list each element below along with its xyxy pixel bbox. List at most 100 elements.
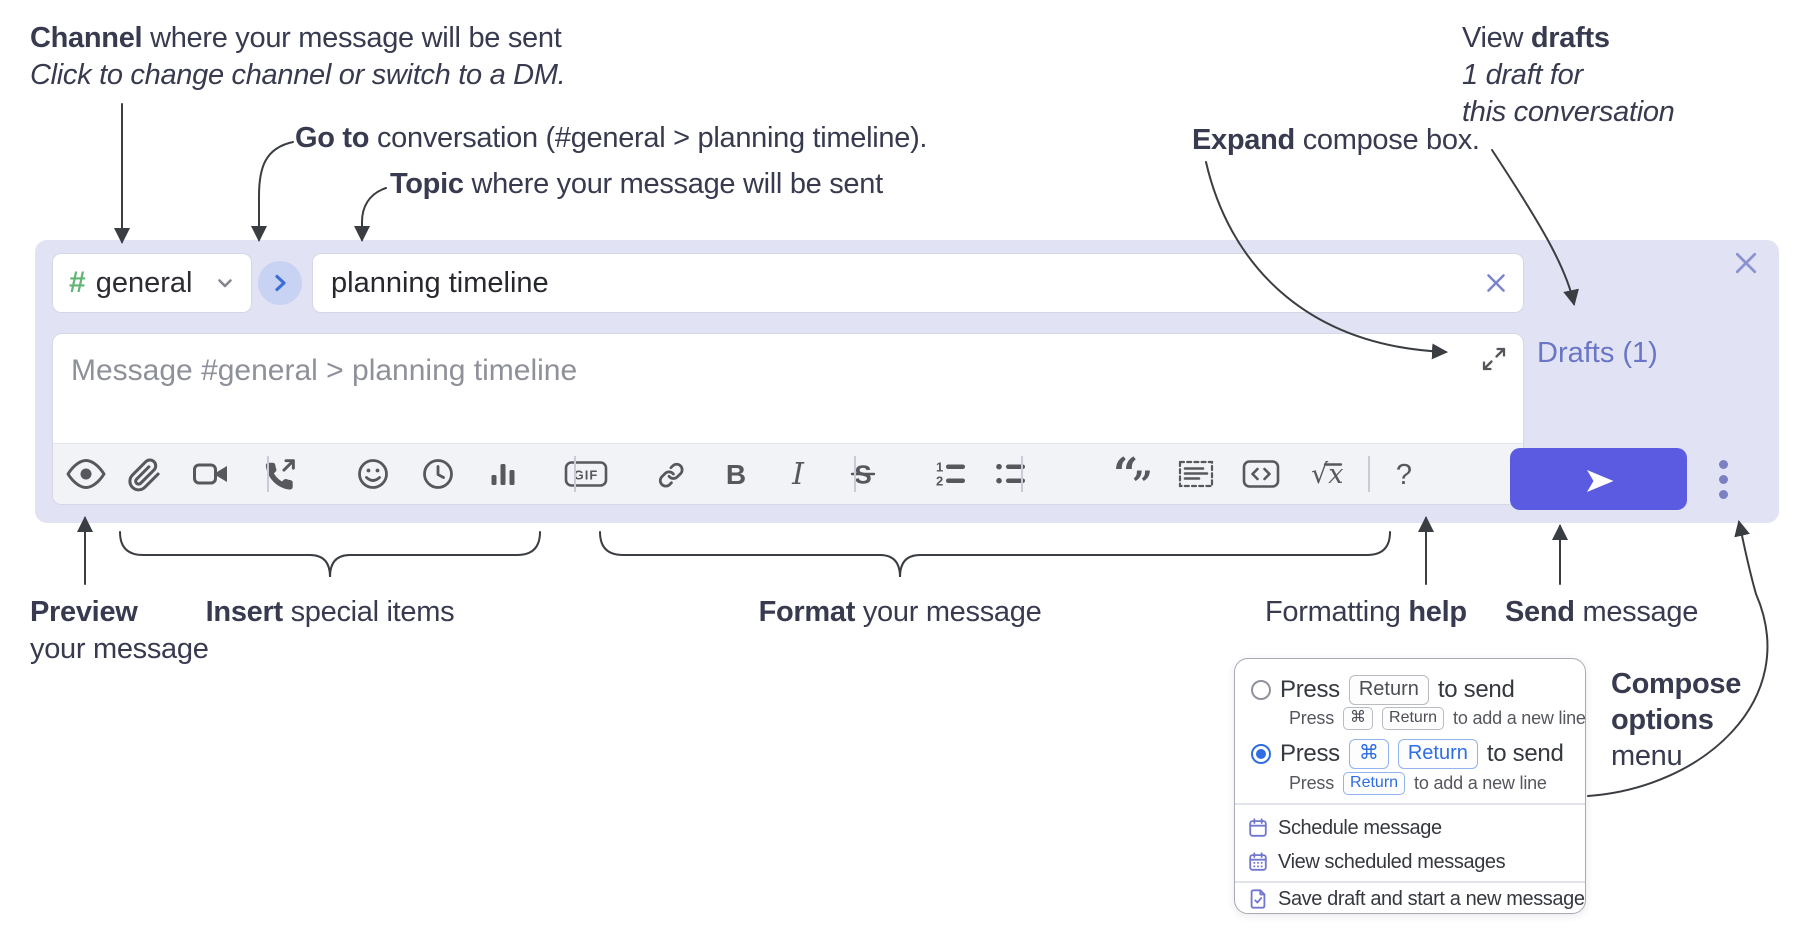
close-compose-icon[interactable] [1731,248,1761,278]
expand-compose-icon[interactable] [1481,346,1507,372]
link-icon [658,462,684,488]
compose-options-button[interactable] [1701,450,1745,508]
link-button[interactable] [649,452,693,496]
calendar-icon [1249,818,1267,837]
annotation-send: Send message [1505,596,1699,628]
svg-text:GIF: GIF [574,468,599,483]
toolbar-divider [1021,456,1023,492]
radio-unselected-icon[interactable] [1251,680,1271,700]
svg-text:I: I [791,457,805,492]
kebab-dot [1718,459,1728,469]
menu-item-schedule-message[interactable]: Schedule message [1247,811,1442,845]
strikethrough-button[interactable]: S [841,452,885,496]
return-key: Return [1382,707,1445,731]
arrow-topic [354,187,387,242]
toolbar-divider [574,456,576,492]
annotation-channel: Channel where your message will be sent … [30,22,566,91]
attach-file-button[interactable] [122,452,166,496]
italic-button[interactable]: I [776,452,820,496]
voice-call-button[interactable] [257,452,301,496]
clock-icon [423,459,453,489]
preview-button[interactable] [64,452,108,496]
option-cmd-return-to-send[interactable]: Press ⌘ Return to send [1251,739,1564,769]
annotation-formatting-help: Formatting help [1265,596,1467,628]
topic-input[interactable]: planning timeline [312,253,1524,313]
quote-button[interactable]: “ ” [1111,449,1155,506]
svg-text:”: ” [1132,464,1153,506]
code-button[interactable] [1239,452,1283,496]
spoiler-button[interactable] [1174,452,1218,496]
chevron-down-icon [213,271,237,295]
option-return-to-send[interactable]: Press Return to send [1251,675,1515,705]
video-camera-icon [193,463,227,485]
latex-sqrt-icon: √x [1311,459,1343,490]
send-button[interactable] [1510,448,1687,510]
channel-name: general [95,266,193,299]
drafts-link[interactable]: Drafts (1) [1537,337,1658,369]
clear-topic-icon[interactable] [1483,270,1509,296]
topic-value: planning timeline [331,267,549,299]
bold-icon: B [726,459,746,490]
kebab-dot [1718,489,1728,499]
poll-button[interactable] [481,452,525,496]
annotation-view-drafts: View drafts 1 draft for this conversatio… [1462,22,1675,128]
menu-divider [1235,881,1585,883]
annotation-topic: Topic where your message will be sent [390,168,883,200]
numbered-list-icon: 1 2 [936,460,965,489]
bulleted-list-button[interactable] [989,452,1033,496]
svg-text:1: 1 [936,460,943,475]
bar-chart-icon [491,464,515,485]
menu-item-view-scheduled[interactable]: View scheduled messages [1247,845,1506,879]
cmd-key: ⌘ [1343,707,1374,731]
message-placeholder: Message #general > planning timeline [71,354,578,387]
paperclip-icon [128,458,160,492]
toolbar-divider [854,456,856,492]
svg-text:2: 2 [936,474,943,489]
svg-text:?: ? [1396,459,1412,491]
italic-icon: I [791,457,805,492]
annotation-expand: Expand compose box. [1192,124,1480,156]
annotation-insert: Insert special items [205,596,455,628]
global-time-button[interactable] [416,452,460,496]
draft-document-icon [1250,889,1266,909]
gif-button[interactable]: GIF [558,452,614,496]
kebab-dot [1718,474,1728,484]
spoiler-icon [1178,460,1214,488]
toolbar-divider [267,456,269,492]
menu-item-save-draft[interactable]: Save draft and start a new message [1247,886,1585,912]
phone-outgoing-icon [265,459,295,490]
gif-icon: GIF [564,461,608,487]
formatting-help-button[interactable]: ? [1382,452,1426,496]
video-call-button[interactable] [189,452,233,496]
calendar-grid-icon [1249,852,1267,871]
cmd-key: ⌘ [1348,739,1389,769]
arrow-goto [251,141,294,242]
eye-icon [66,459,106,489]
annotation-format: Format your message [758,596,1042,628]
bold-button[interactable]: B [714,452,758,496]
compose-toolbar: GIF B [53,443,1523,506]
emoji-button[interactable] [351,452,395,496]
message-input[interactable]: Message #general > planning timeline [52,333,1524,506]
brace-format [599,531,1391,578]
option-cmd-return-subtext: Press Return to add a new line [1289,772,1547,796]
return-key: Return [1348,675,1429,705]
go-to-conversation-button[interactable] [258,261,302,305]
math-button[interactable]: √x [1304,452,1348,496]
question-mark-icon: ? [1396,459,1412,491]
annotation-compose-options: Compose options menu [1611,668,1742,772]
return-key: Return [1397,739,1478,769]
numbered-list-button[interactable]: 1 2 [929,452,973,496]
bulleted-list-icon [996,463,1025,484]
quote-icon: “ ” [1113,449,1153,506]
toolbar-divider [1368,456,1370,492]
return-key: Return [1343,772,1406,796]
compose-options-menu: Press Return to send Press ⌘ Return to a… [1234,658,1586,914]
chevron-right-icon [268,271,292,295]
channel-selector[interactable]: # general [52,253,252,313]
channel-hash-icon: # [69,266,86,299]
compose-box: # general planning timeline Drafts (1) M… [35,240,1779,523]
svg-text:“: “ [1113,449,1138,500]
radio-selected-icon[interactable] [1251,744,1271,764]
